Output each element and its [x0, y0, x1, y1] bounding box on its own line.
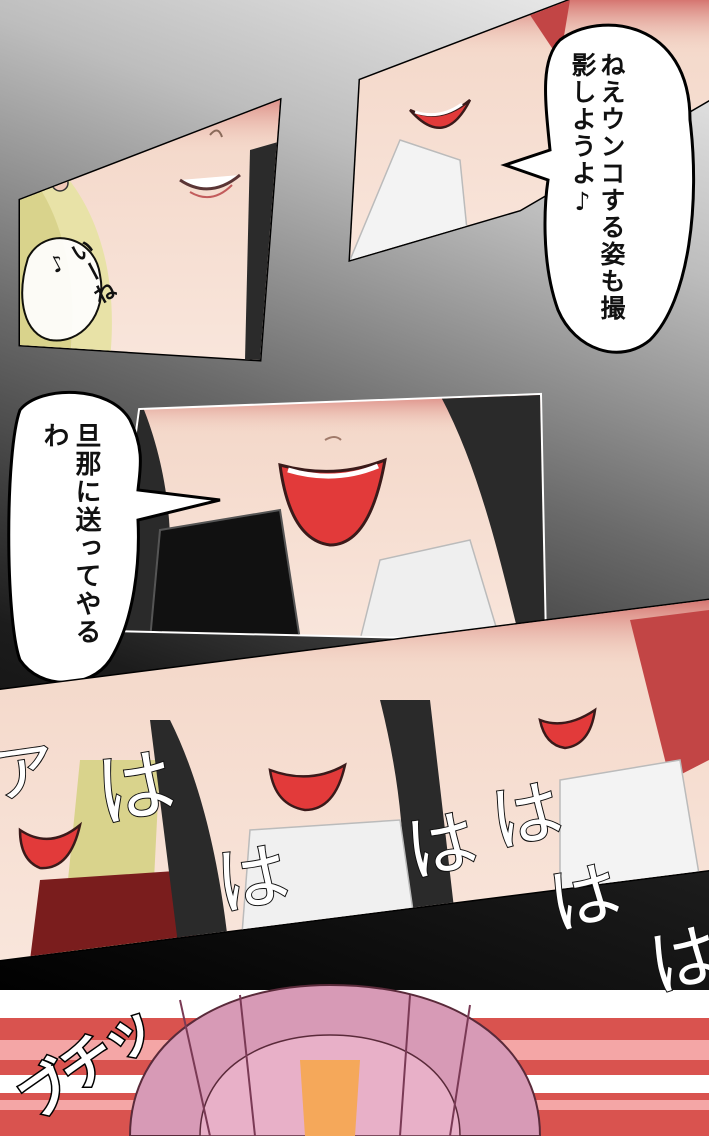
- panel-black-hair-middle: [107, 392, 548, 643]
- speech-text-top-right: ねえウンコする姿も撮影しようよ♪: [568, 52, 626, 322]
- panel-pink-hair-bottom: [0, 983, 709, 1136]
- panel-three-girls: [0, 598, 709, 962]
- speech-text-left: 旦那に送ってやるわ: [39, 422, 101, 646]
- speech-bubble-small-left: [21, 237, 103, 342]
- speech-bubble-left: [7, 390, 221, 684]
- speech-bubble-top-right: [500, 23, 696, 354]
